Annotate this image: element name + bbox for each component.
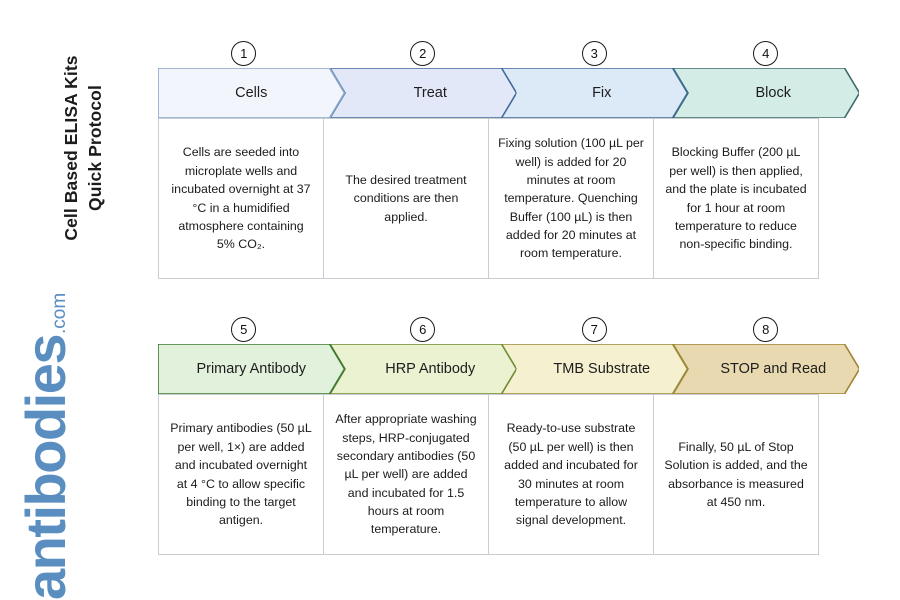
process-step-label-6: HRP Antibody [385,361,476,377]
step-description-3: Fixing solution (100 µL per well) is add… [488,118,654,279]
step-number-badge-2: 2 [410,41,436,66]
step-description-text-1: Cells are seeded into microplate wells a… [171,145,311,252]
step-description-7: Ready-to-use substrate (50 µL per well) … [488,394,654,555]
chevron-shape-7 [501,344,688,394]
process-step-label-3: Fix [592,85,612,101]
process-row-2: Primary Antibody HRP Antibody TMB Substr… [158,344,859,394]
brand-logo-tld: .com [49,292,70,334]
chevron-shape-4 [672,68,859,118]
page-title-line2: Quick Protocol [85,85,105,211]
step-description-5: Primary antibodies (50 µL per well, 1×) … [158,394,324,555]
step-number-badge-6: 6 [410,317,436,342]
step-description-text-3: Fixing solution (100 µL per well) is add… [498,136,644,261]
page-title: Cell Based ELISA Kits Quick Protocol [52,18,116,278]
process-step-chevron-7[interactable]: TMB Substrate [501,344,688,394]
chevron-shape-5 [158,344,345,394]
step-number-badge-3: 3 [581,41,607,66]
step-description-text-4: Blocking Buffer (200 µL per well) is the… [665,145,807,252]
step-number-badge-1: 1 [231,41,257,66]
chevron-shape-6 [329,344,516,394]
process-step-label-7: TMB Substrate [553,361,651,377]
chevron-shape-8 [672,344,859,394]
step-number-badge-5: 5 [231,317,257,342]
step-description-text-8: Finally, 50 µL of Stop Solution is added… [664,439,808,509]
step-description-8: Finally, 50 µL of Stop Solution is added… [653,394,819,555]
process-step-label-2: Treat [413,85,447,101]
process-step-label-8: STOP and Read [720,361,827,377]
description-row-2: Primary antibodies (50 µL per well, 1×) … [158,394,819,555]
step-number-badge-4: 4 [753,41,779,66]
description-row-1: Cells are seeded into microplate wells a… [158,118,819,279]
step-description-2: The desired treatment conditions are the… [323,118,489,279]
chevron-shape-2 [329,68,516,118]
chevron-shape-1 [158,68,345,118]
step-number-badge-7: 7 [581,317,607,342]
chevron-shape-3 [501,68,688,118]
process-step-chevron-4[interactable]: Block [672,68,859,118]
process-step-label-4: Block [755,85,791,101]
step-description-text-2: The desired treatment conditions are the… [345,172,467,224]
step-number-badge-8: 8 [753,317,779,342]
process-step-chevron-6[interactable]: HRP Antibody [329,344,516,394]
step-description-text-5: Primary antibodies (50 µL per well, 1×) … [170,421,312,528]
step-description-text-6: After appropriate washing steps, HRP-con… [335,412,477,537]
page-title-line1: Cell Based ELISA Kits [61,55,82,241]
step-description-6: After appropriate washing steps, HRP-con… [323,394,489,555]
process-step-label-5: Primary Antibody [196,361,307,377]
step-description-text-7: Ready-to-use substrate (50 µL per well) … [504,421,638,528]
process-row-1: Cells Treat Fix Block [158,68,859,118]
brand-logo-word: antibodies [14,334,77,600]
brand-logo: antibodies.com [14,293,108,600]
process-step-chevron-1[interactable]: Cells [158,68,345,118]
process-step-label-1: Cells [235,85,268,101]
step-description-4: Blocking Buffer (200 µL per well) is the… [653,118,819,279]
process-step-chevron-2[interactable]: Treat [329,68,516,118]
process-step-chevron-8[interactable]: STOP and Read [672,344,859,394]
process-step-chevron-5[interactable]: Primary Antibody [158,344,345,394]
step-description-1: Cells are seeded into microplate wells a… [158,118,324,279]
process-step-chevron-3[interactable]: Fix [501,68,688,118]
